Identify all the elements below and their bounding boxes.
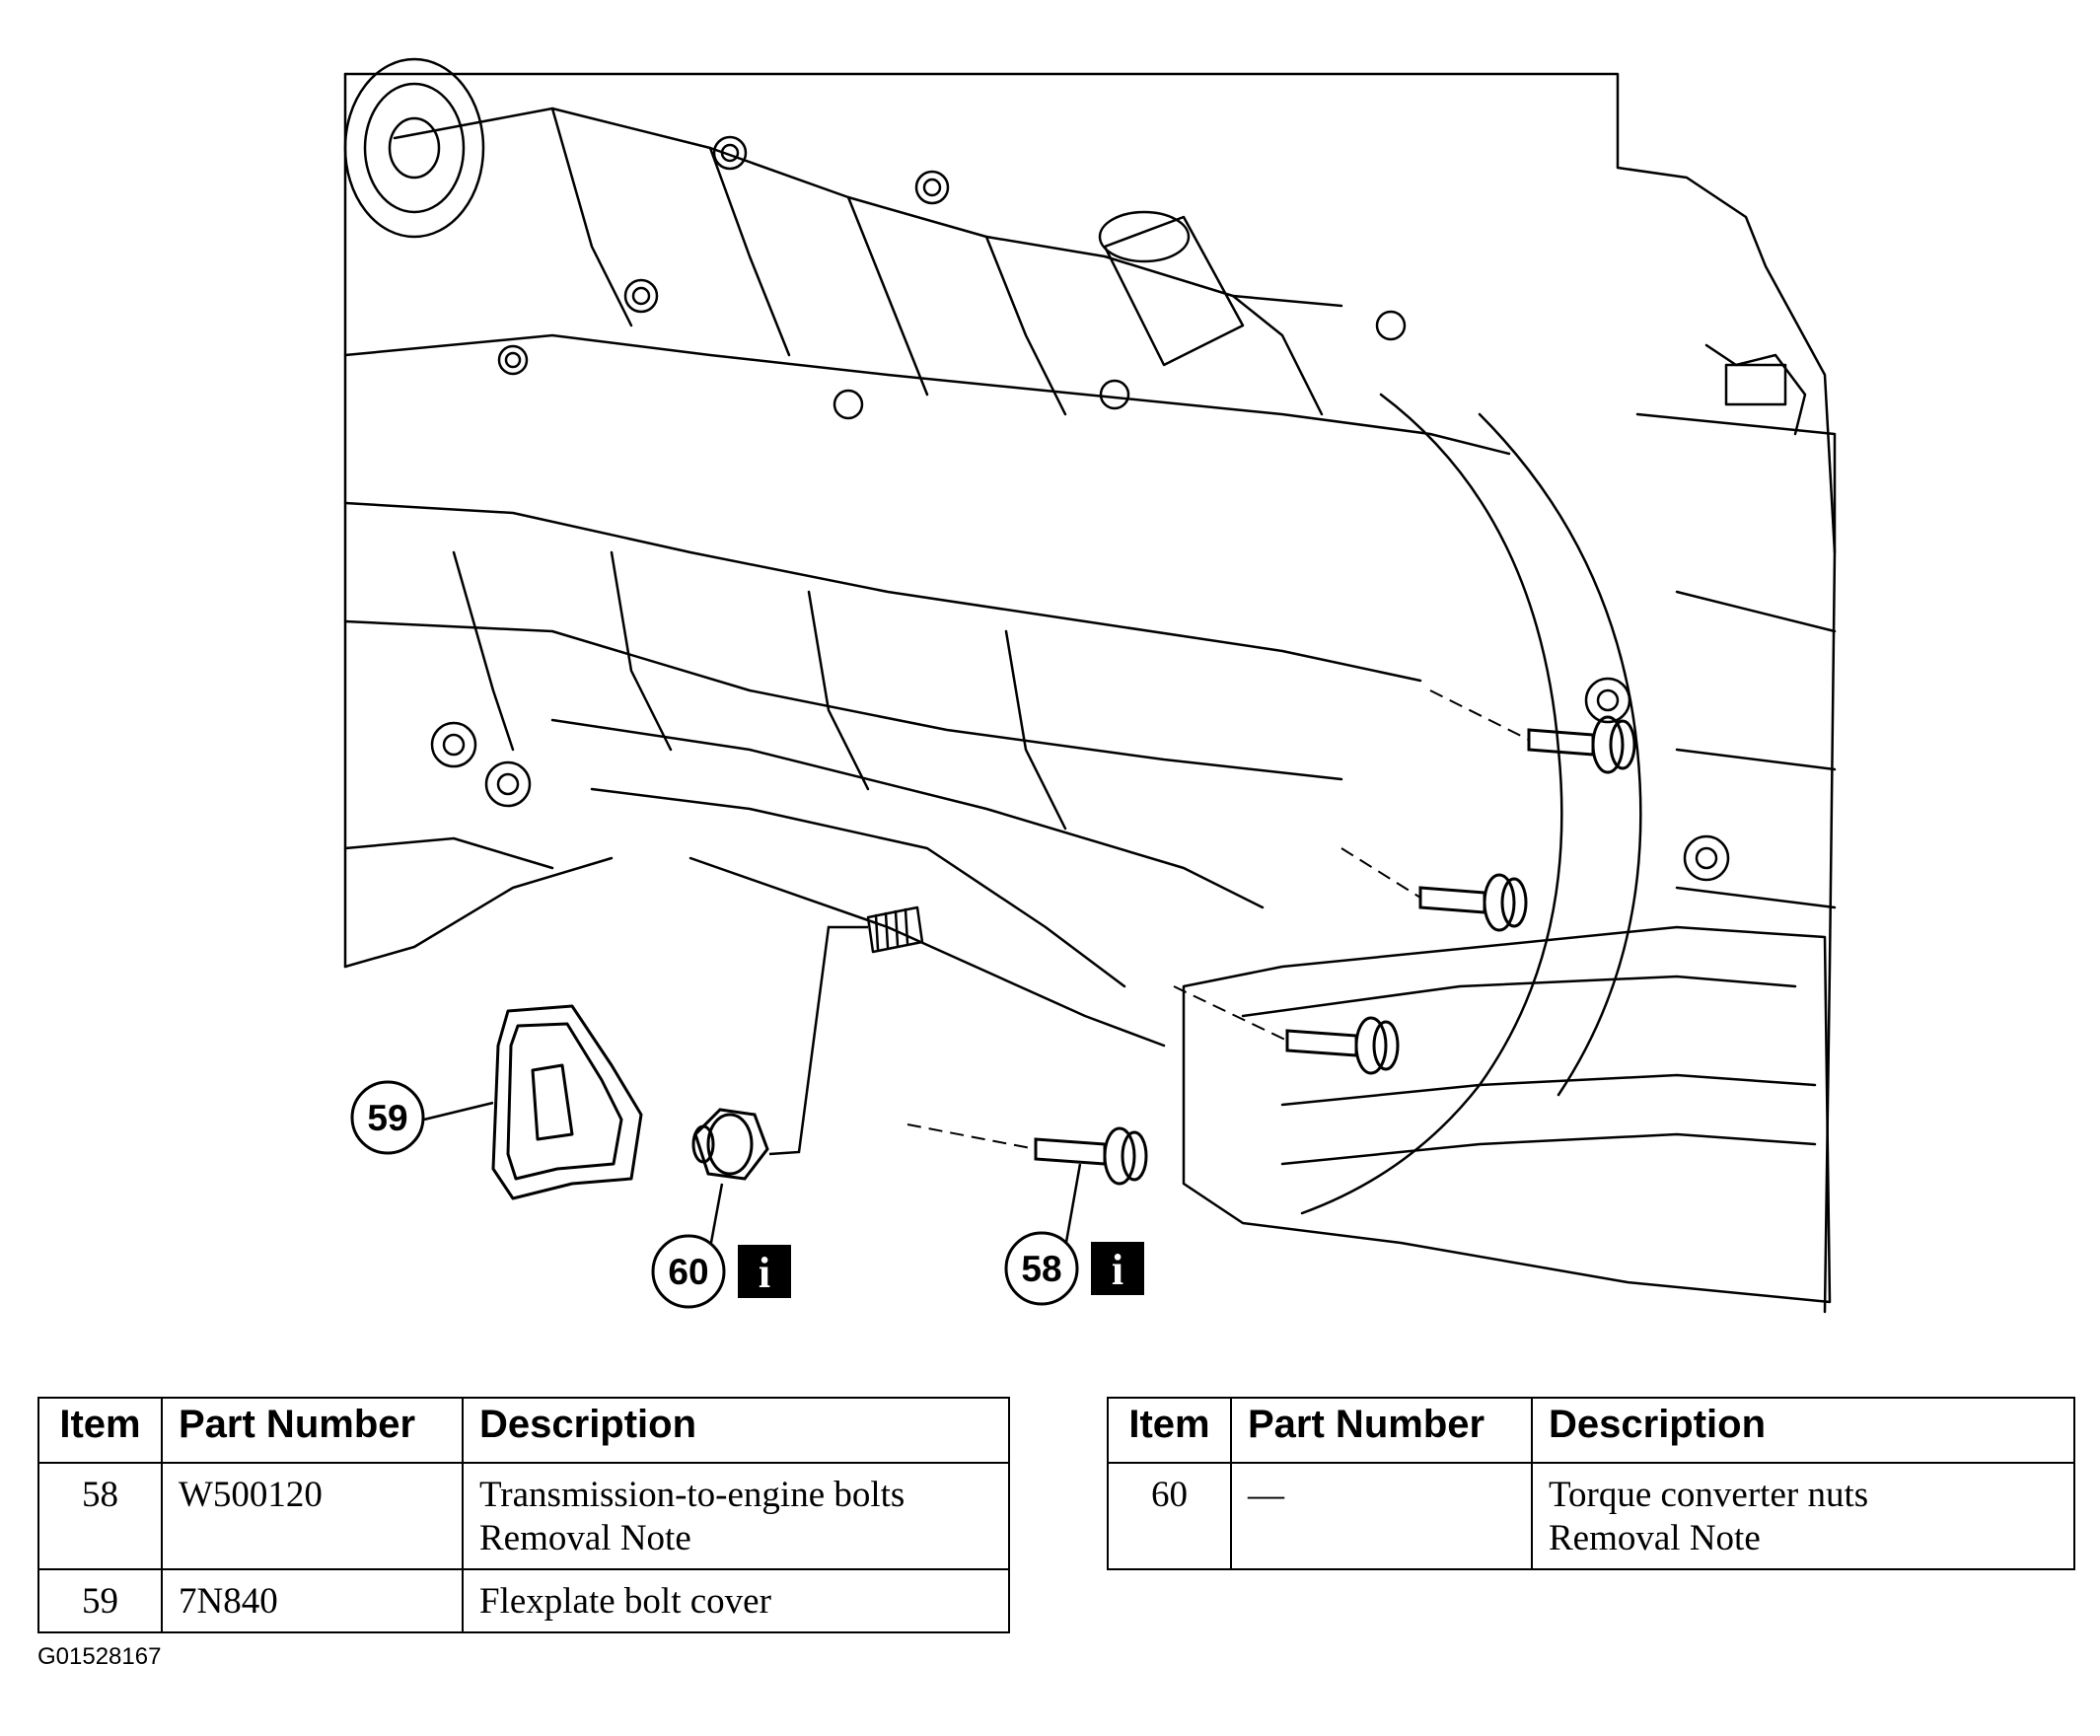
bolt-holes [430, 135, 1730, 882]
table-row: 58 W500120 Transmission-to-engine bolts … [37, 1462, 1010, 1570]
column-header-part-number: Part Number [161, 1397, 464, 1464]
column-header-item: Item [1107, 1397, 1232, 1464]
column-header-description: Description [1531, 1397, 2075, 1464]
engine-block [343, 72, 1837, 1314]
svg-text:60: 60 [668, 1252, 708, 1292]
part-number-cell: W500120 [161, 1462, 464, 1570]
part-number-cell: 7N840 [161, 1568, 464, 1633]
bolt [1527, 715, 1636, 774]
callout-58: 58 i [1004, 1231, 1144, 1306]
description-line: Flexplate bolt cover [479, 1581, 771, 1622]
table-row: 59 7N840 Flexplate bolt cover [37, 1568, 1010, 1633]
item-cell: 58 [37, 1462, 163, 1570]
torque-converter-nut [691, 1108, 769, 1181]
oil-filter [1098, 210, 1245, 367]
flexplate-bolt-cover [491, 1004, 643, 1200]
bolt [1285, 1016, 1400, 1075]
oil-pan [1182, 925, 1832, 1304]
column-header-part-number: Part Number [1230, 1397, 1533, 1464]
column-header-item: Item [37, 1397, 163, 1464]
transmission-housing [1300, 343, 1837, 1215]
item-cell: 60 [1107, 1462, 1232, 1570]
leader-60-stud [768, 925, 868, 1156]
bolt [1418, 873, 1528, 932]
bolt [1034, 1126, 1148, 1186]
callout-59: 59 [350, 1080, 425, 1155]
svg-text:59: 59 [367, 1098, 407, 1138]
parts-table-right: Item Part Number Description 60 — Torque… [1107, 1397, 2075, 1570]
item-cell: 59 [37, 1568, 163, 1633]
removal-note-link[interactable]: Removal Note [1549, 1518, 1761, 1558]
figure-id: G01528167 [37, 1643, 162, 1670]
column-header-description: Description [462, 1397, 1010, 1464]
description-cell: Transmission-to-engine bolts Removal Not… [462, 1462, 1010, 1570]
parts-table-left: Item Part Number Description 58 W500120 … [37, 1397, 1010, 1633]
leader-lines [423, 925, 1082, 1249]
crank-pulley [343, 57, 485, 239]
removal-note-link[interactable]: Removal Note [479, 1518, 691, 1558]
leader-58 [1063, 1163, 1082, 1249]
table-header-row: Item Part Number Description [37, 1397, 1010, 1464]
part-number-cell: — [1230, 1462, 1533, 1570]
alignment-lines [906, 689, 1530, 1150]
description-line: Transmission-to-engine bolts [479, 1475, 905, 1515]
description-cell: Torque converter nuts Removal Note [1531, 1462, 2075, 1570]
info-icon: i [1091, 1242, 1144, 1295]
table-header-row: Item Part Number Description [1107, 1397, 2075, 1464]
leader-60 [708, 1183, 724, 1249]
description-cell: Flexplate bolt cover [462, 1568, 1010, 1633]
leader-59 [423, 1101, 494, 1121]
svg-text:i: i [759, 1249, 770, 1297]
svg-text:58: 58 [1021, 1249, 1061, 1289]
transmission-bolts [1034, 715, 1636, 1186]
svg-text:i: i [1112, 1246, 1123, 1294]
info-icon: i [738, 1245, 791, 1298]
description-line: Torque converter nuts [1549, 1475, 1869, 1515]
table-row: 60 — Torque converter nuts Removal Note [1107, 1462, 2075, 1570]
torque-converter-stud [866, 905, 924, 954]
callout-60: 60 i [651, 1234, 791, 1309]
